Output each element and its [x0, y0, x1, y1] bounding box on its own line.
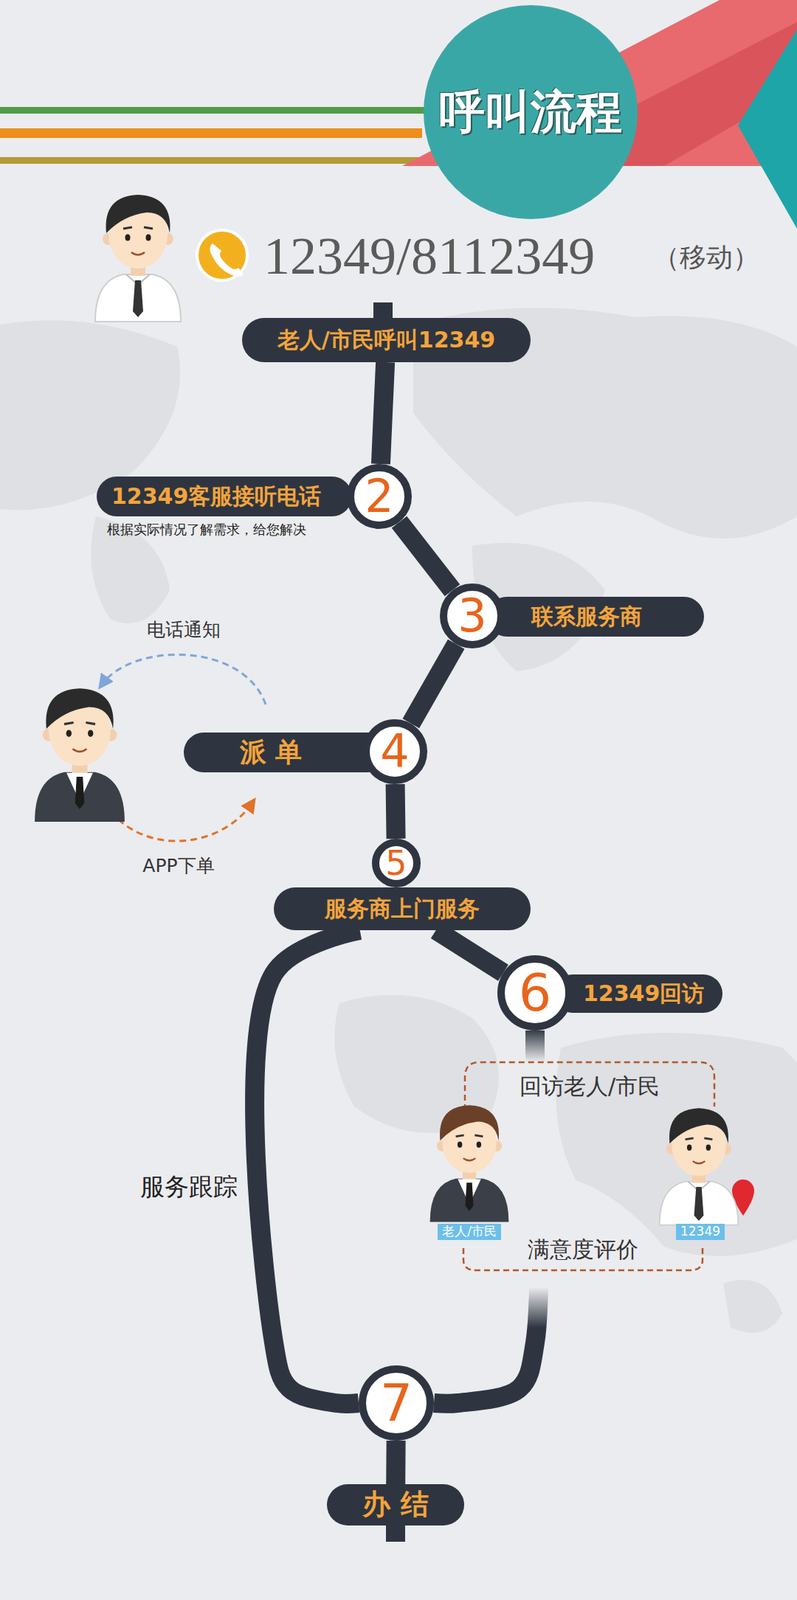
phone-icon — [210, 243, 245, 277]
step-text: 服务商上门服务 — [324, 896, 480, 923]
circle-shape — [366, 723, 424, 781]
person-figure — [34, 772, 125, 823]
person-figure — [659, 1108, 739, 1226]
person-figure — [692, 1161, 706, 1164]
person-figure — [87, 729, 93, 737]
header-stripes — [0, 107, 425, 114]
revisit-bracket — [464, 1062, 715, 1111]
person-figure — [132, 280, 144, 318]
step-text: 派 单 — [239, 737, 303, 768]
world-map — [555, 1033, 797, 1257]
person-figure — [106, 194, 171, 234]
step-pill: 老人/市民呼叫12349 — [242, 318, 531, 363]
person-figure — [125, 234, 131, 242]
step-number: 2 — [364, 470, 394, 523]
flow-track — [436, 930, 504, 974]
person-figure — [123, 227, 153, 229]
person-figure — [706, 1145, 711, 1152]
flow-track — [411, 644, 457, 724]
person-figure — [131, 252, 145, 256]
figure-badge: 12349 — [675, 1224, 725, 1241]
title-circle — [423, 5, 638, 220]
header-stripes — [0, 128, 423, 138]
circle-shape — [362, 1369, 431, 1438]
step-text: 12349客服接听电话 — [111, 484, 322, 510]
step-number-circle: 3 — [439, 583, 505, 649]
step-number: 6 — [518, 963, 552, 1024]
world-map — [0, 307, 797, 1334]
step-number-circle: 4 — [362, 719, 428, 785]
circle-shape — [350, 467, 409, 526]
flow-track — [385, 784, 406, 840]
label-text: 满意度评价 — [527, 1237, 639, 1264]
label-text: 根据实际情况了解需求，给您解决 — [107, 522, 307, 538]
flow-track — [385, 1441, 406, 1485]
step-number-circle: 5 — [371, 839, 421, 888]
person-figure — [457, 1142, 462, 1149]
step-pill: 派 单 — [183, 732, 388, 773]
step-number-circle: 6 — [497, 955, 573, 1031]
person-figure — [456, 1135, 484, 1138]
circle-shape — [443, 587, 502, 645]
step-text: 12349回访 — [582, 981, 705, 1008]
person-figure — [64, 723, 96, 725]
step-pill: 办 结 — [326, 1484, 465, 1527]
person-figure — [463, 1158, 476, 1161]
person-figure — [430, 1105, 510, 1223]
person-figure — [694, 1187, 705, 1222]
step-number: 4 — [380, 725, 409, 778]
header-corner — [402, 0, 797, 229]
step-number: 5 — [385, 844, 407, 884]
phone-notice-arrow — [101, 654, 266, 705]
app-order-arrow — [110, 802, 253, 842]
person-figure — [659, 1182, 739, 1226]
step-pill: 12349客服接听电话 — [96, 476, 353, 517]
step-pill: 服务商上门服务 — [273, 887, 531, 931]
header-stripes — [0, 157, 420, 164]
label-text: APP下单 — [142, 856, 215, 878]
step-text: 联系服务商 — [531, 604, 643, 631]
flow-track — [254, 930, 361, 1405]
flow-track — [399, 522, 453, 592]
world-map — [723, 1280, 783, 1334]
person-figure — [430, 1179, 510, 1223]
flow-track — [380, 362, 386, 465]
phone-icon — [197, 230, 248, 281]
person-figure — [66, 729, 72, 737]
person-figure — [439, 1105, 499, 1141]
step-number: 7 — [380, 1374, 414, 1434]
person-figure — [146, 234, 152, 242]
step-text: 老人/市民呼叫12349 — [277, 327, 496, 354]
person-figure — [45, 688, 113, 730]
phone-icon — [197, 230, 248, 281]
person-figure — [95, 274, 181, 322]
label-text: 回访老人/市民 — [519, 1074, 660, 1101]
person-figure — [476, 1142, 482, 1149]
person-figure — [669, 1108, 729, 1144]
circle-shape — [375, 842, 417, 885]
person-figure — [73, 749, 88, 752]
label-text: 12349/8112349 — [263, 225, 595, 288]
header-corner — [737, 29, 797, 229]
figure-badge: 老人/市民 — [437, 1224, 502, 1241]
person-figure — [75, 777, 85, 810]
step-text: 办 结 — [362, 1489, 429, 1522]
circle-shape — [501, 959, 569, 1028]
person-figure — [685, 1138, 713, 1141]
person-figure — [464, 1182, 474, 1212]
edge-label: 服务跟踪 — [140, 1173, 238, 1202]
step-pill: 联系服务商 — [487, 597, 705, 637]
step-pill: 12349回访 — [553, 974, 723, 1014]
step-number-circle: 2 — [346, 464, 412, 530]
label-text: （移动） — [653, 242, 760, 273]
header-stripes — [0, 107, 425, 164]
step-number-circle: 7 — [358, 1365, 434, 1442]
title: 呼叫流程 — [423, 85, 638, 138]
label-text: 电话通知 — [146, 619, 221, 642]
person-figure — [95, 194, 181, 322]
step-number: 3 — [457, 589, 487, 643]
person-figure — [687, 1145, 692, 1152]
person-figure — [34, 688, 125, 823]
